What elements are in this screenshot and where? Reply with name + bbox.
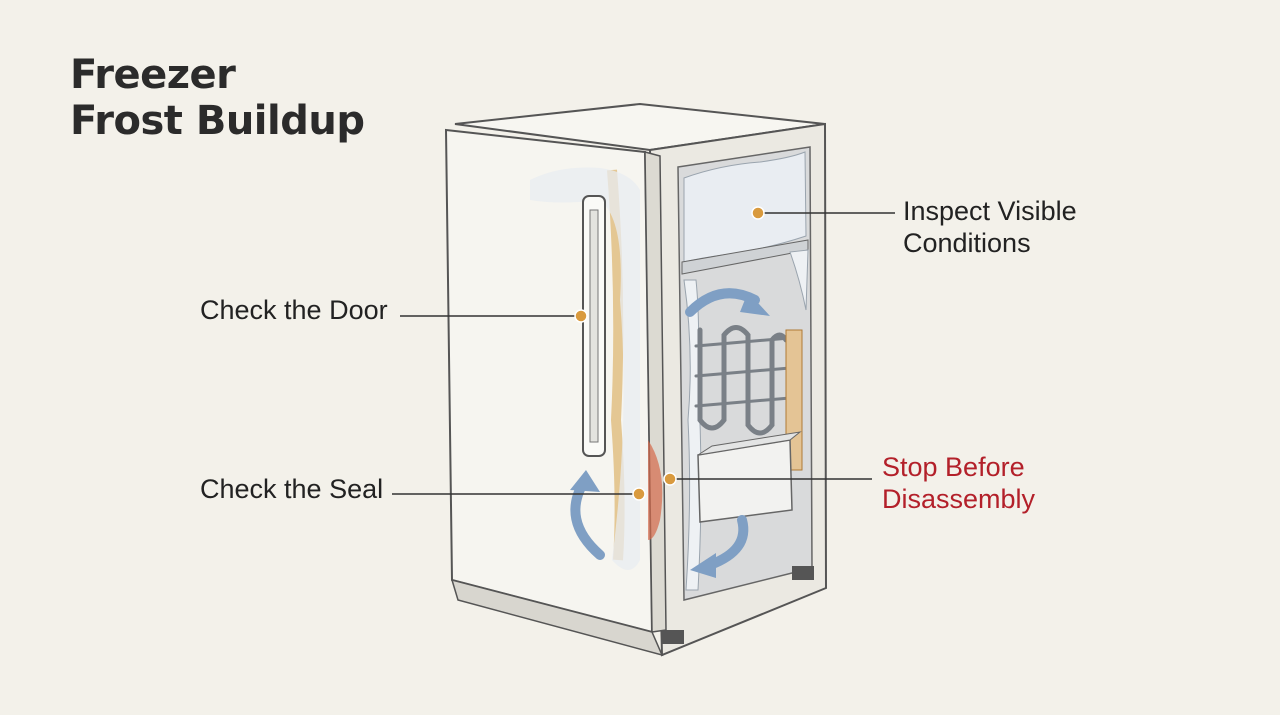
seal-marker bbox=[632, 487, 646, 501]
foot-right bbox=[792, 566, 814, 580]
callout-check-door: Check the Door bbox=[200, 295, 388, 325]
title-line-2: Frost Buildup bbox=[70, 98, 365, 144]
inspect-line-2: Conditions bbox=[903, 228, 1031, 258]
stop-line-2: Disassembly bbox=[882, 484, 1036, 514]
inspect-marker bbox=[751, 206, 765, 220]
airflow-arrowhead-1 bbox=[740, 292, 770, 316]
airflow-arrowhead-3 bbox=[570, 470, 600, 492]
stop-line-1: Stop Before bbox=[882, 452, 1025, 482]
inspect-line-1: Inspect Visible bbox=[903, 196, 1077, 226]
callout-check-seal: Check the Seal bbox=[200, 474, 384, 504]
cabinet-base bbox=[450, 578, 664, 657]
airflow-arrowhead-2 bbox=[690, 553, 716, 578]
title-line-1: Freezer bbox=[70, 52, 236, 98]
callout-inspect-conditions: Inspect Visible Conditions bbox=[903, 195, 1077, 259]
evaporator-coil bbox=[694, 325, 792, 436]
seal-warning-area bbox=[648, 440, 663, 540]
frost-on-door bbox=[530, 167, 640, 570]
frost-right bbox=[789, 249, 809, 311]
callout-stop-disassembly: Stop Before Disassembly bbox=[882, 451, 1035, 515]
door-handle bbox=[582, 195, 606, 457]
diagram-title: Freezer Frost Buildup bbox=[70, 52, 365, 144]
foot-left bbox=[662, 630, 684, 644]
stop-marker bbox=[663, 472, 677, 486]
fan-housing bbox=[697, 431, 802, 523]
door-marker bbox=[574, 309, 588, 323]
